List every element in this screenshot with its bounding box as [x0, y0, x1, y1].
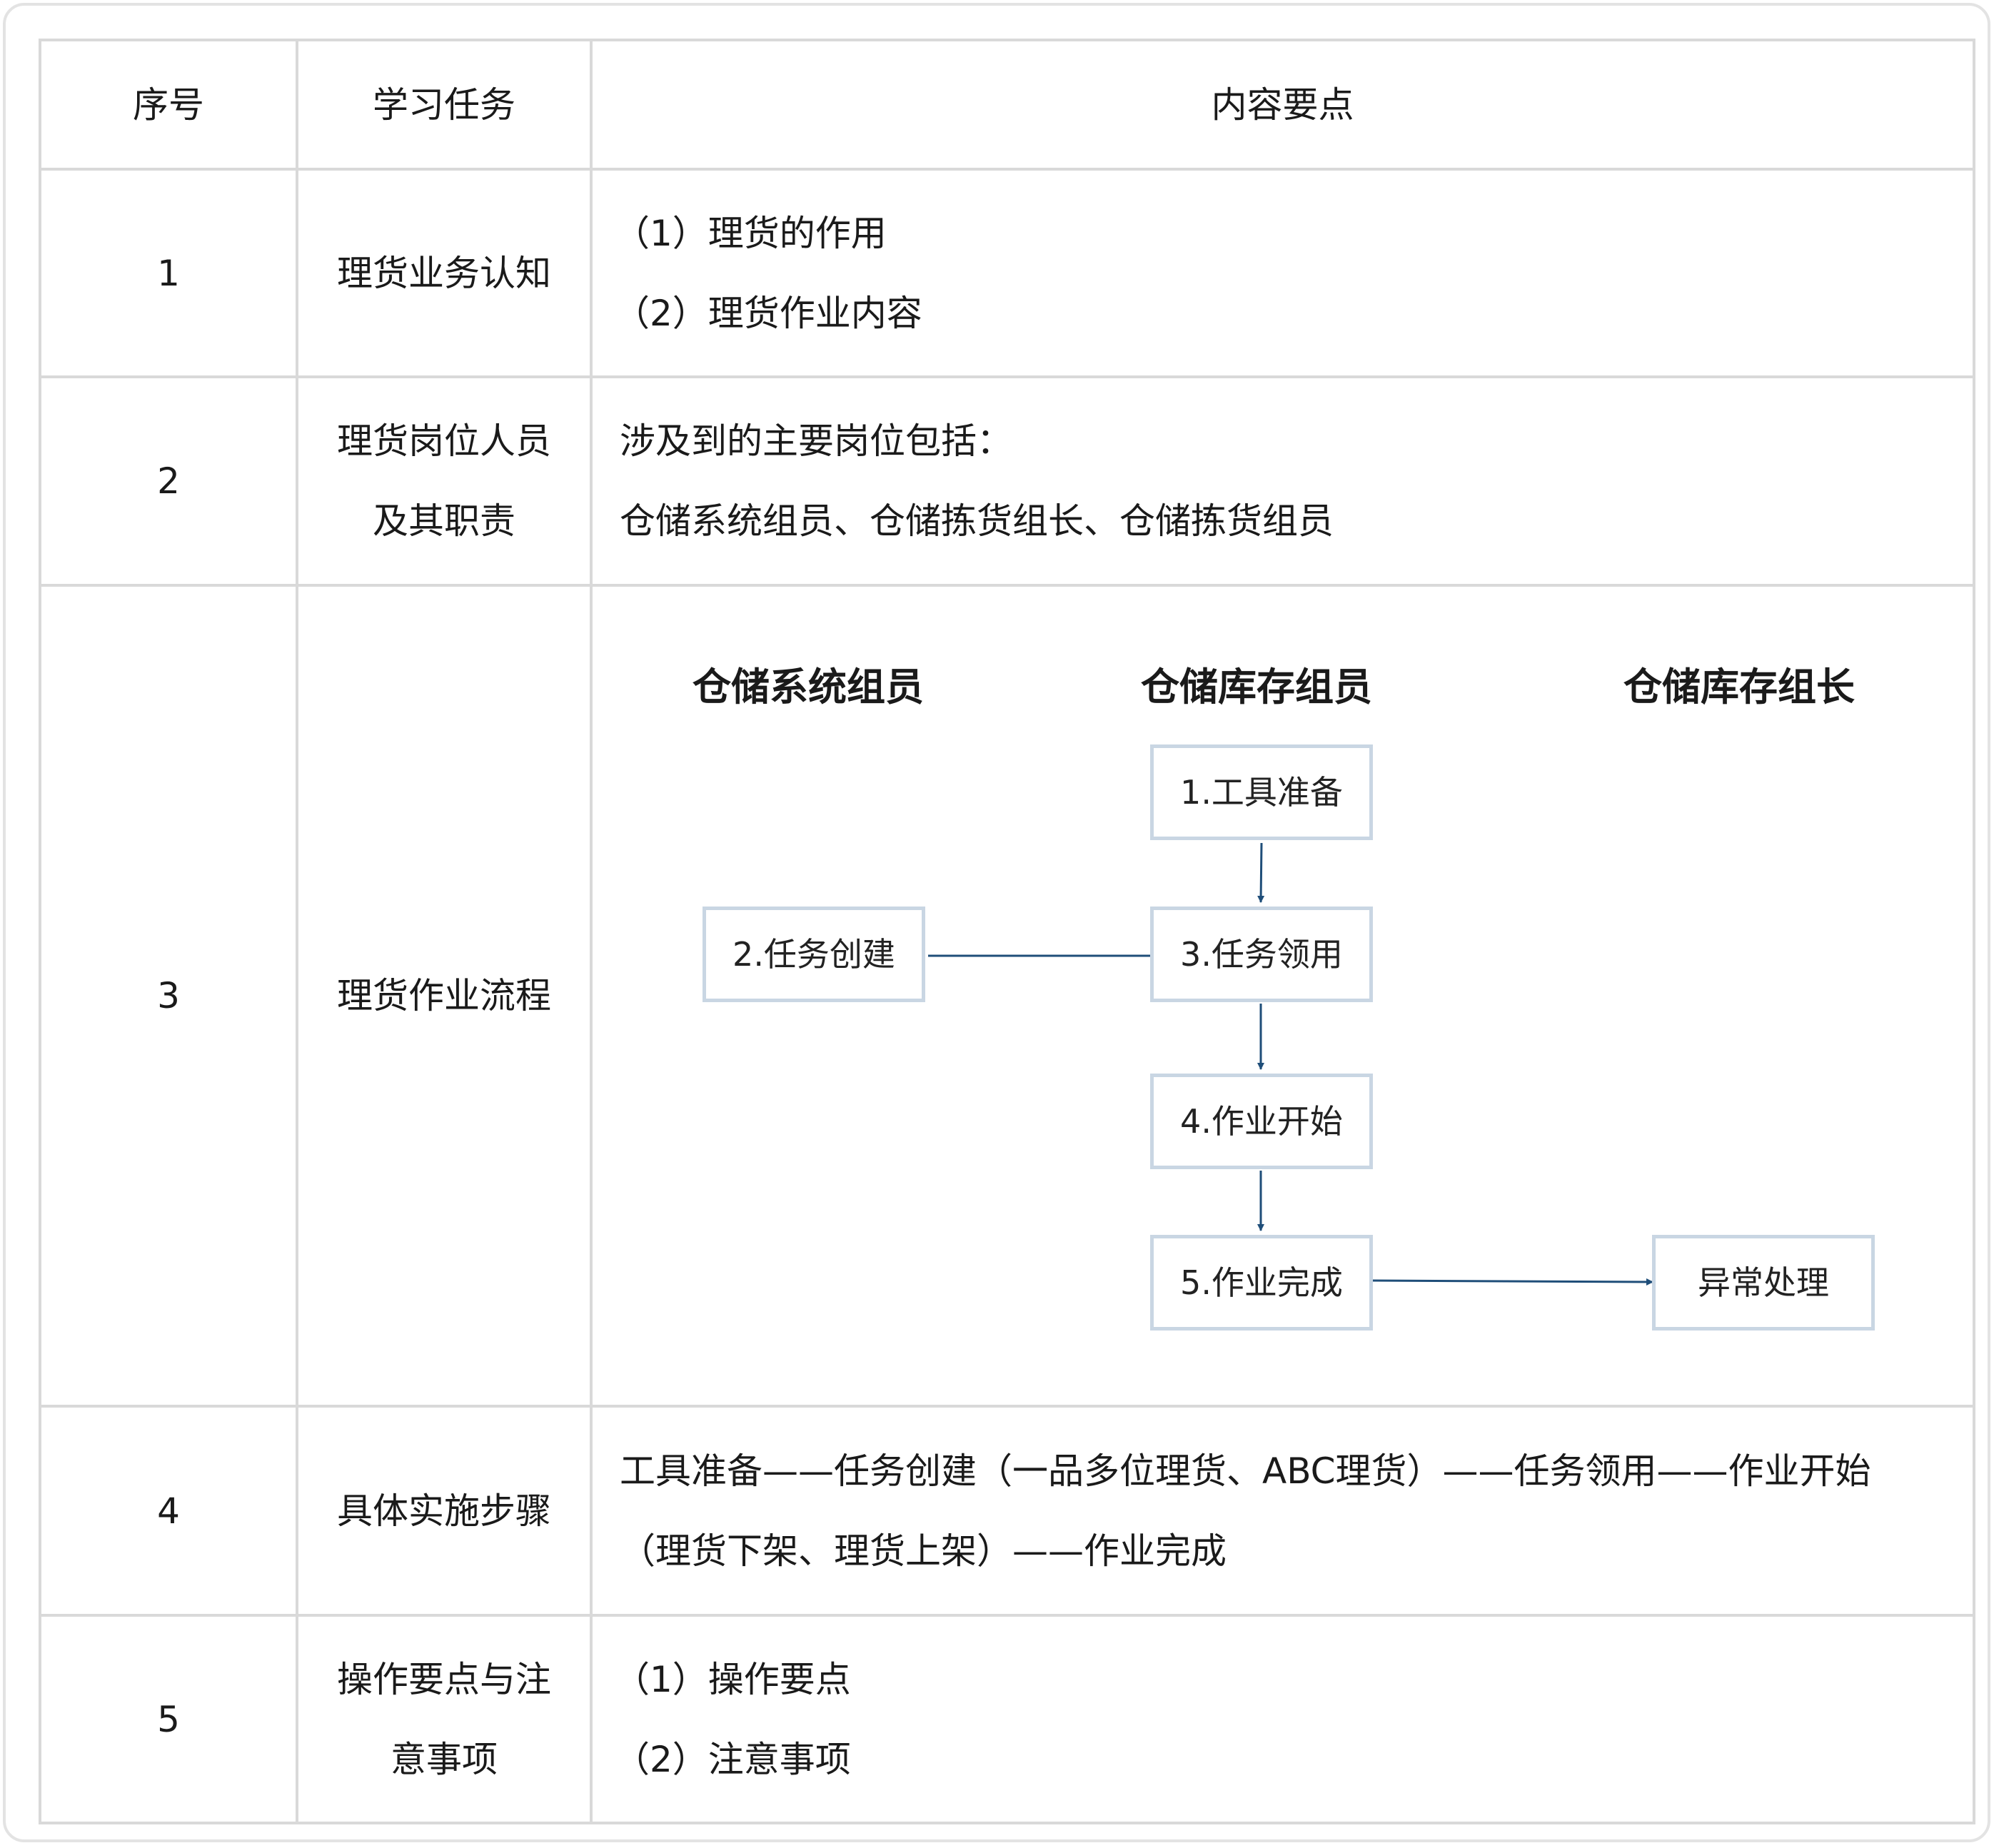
row-task: 理货岗位人员 及其职责 — [296, 375, 593, 587]
content-line: （2）注意事项 — [614, 1738, 851, 1780]
task-line: 及其职责 — [373, 500, 515, 542]
row-seq: 5 — [39, 1614, 298, 1824]
content-line: 仓储系统组员、仓储拣货组长、仓储拣货组员 — [620, 500, 1334, 542]
flow-step-task-create: 2.任务创建 — [703, 907, 925, 1002]
content-paragraph: 工具准备——任务创建（一品多位理货、ABC理货）——任务领用——作业开始（理货下… — [620, 1450, 1871, 1572]
row-seq: 4 — [39, 1405, 298, 1617]
row-task: 操作要点与注 意事项 — [296, 1614, 593, 1824]
task-line: 理货岗位人员 — [337, 420, 551, 462]
arrow-s5-s6 — [1371, 1278, 1653, 1286]
table-row: 1 理货业务认知 （1）理货的作用 （2）理货作业内容 — [39, 168, 1975, 378]
flow-step-tool-prep: 1.工具准备 — [1150, 744, 1373, 840]
row-task: 理货作业流程 — [296, 584, 593, 1408]
lane-header-inventory-leader: 仓储库存组长 — [1623, 665, 1855, 710]
flow-step-work-complete: 5.作业完成 — [1150, 1235, 1373, 1331]
task-line: 意事项 — [391, 1738, 498, 1780]
flow-step-work-start: 4.作业开始 — [1150, 1074, 1373, 1169]
row-content-flowchart: 仓储库存组员 仓储库存组长 仓储系统组员 — [590, 584, 1975, 1408]
content-line: 涉及到的主要岗位包括： — [620, 420, 1012, 462]
lane-header-inventory-member: 仓储库存组员 — [1141, 665, 1372, 710]
arrow-s1-s3 — [1257, 842, 1265, 903]
table-row: 2 理货岗位人员 及其职责 涉及到的主要岗位包括： 仓储系统组员、仓储拣货组长、… — [39, 375, 1975, 587]
task-line: 理货业务认知 — [337, 252, 551, 294]
task-line: 理货作业流程 — [337, 975, 551, 1016]
header-seq: 序号 — [39, 39, 298, 171]
table-row: 3 理货作业流程 仓储库存组员 仓储库存组长 仓储系统组员 — [39, 584, 1975, 1408]
header-task: 学习任务 — [296, 39, 593, 171]
flow-step-task-claim: 3.任务领用 — [1150, 907, 1373, 1002]
row-seq: 2 — [39, 375, 298, 587]
table-header-row: 序号 学习任务 内容要点 — [39, 39, 1975, 171]
table-row: 4 具体实施步骤 工具准备——任务创建（一品多位理货、ABC理货）——任务领用—… — [39, 1405, 1975, 1617]
row-task: 理货业务认知 — [296, 168, 593, 378]
task-line: 操作要点与注 — [337, 1658, 551, 1700]
learning-task-table: 序号 学习任务 内容要点 1 理货业务认知 （1）理货的作用 （2）理货作业内容… — [39, 39, 1975, 1824]
content-line: （1）操作要点 — [614, 1658, 851, 1700]
flow-step-exception: 异常处理 — [1652, 1235, 1875, 1331]
row-seq: 3 — [39, 584, 298, 1408]
flow-arrows — [928, 842, 1653, 1286]
row-content: （1）理货的作用 （2）理货作业内容 — [590, 168, 1975, 378]
row-seq: 1 — [39, 168, 298, 378]
row-content: （1）操作要点 （2）注意事项 — [590, 1614, 1975, 1824]
row-content: 涉及到的主要岗位包括： 仓储系统组员、仓储拣货组长、仓储拣货组员 — [590, 375, 1975, 587]
task-line: 具体实施步骤 — [337, 1490, 551, 1532]
document-card: 序号 学习任务 内容要点 1 理货业务认知 （1）理货的作用 （2）理货作业内容… — [3, 3, 1990, 1842]
table-row: 5 操作要点与注 意事项 （1）操作要点 （2）注意事项 — [39, 1614, 1975, 1824]
lane-header-system-member: 仓储系统组员 — [693, 665, 924, 710]
row-task: 具体实施步骤 — [296, 1405, 593, 1617]
content-line: （2）理货作业内容 — [614, 292, 922, 334]
content-line: （1）理货的作用 — [614, 212, 887, 254]
header-content: 内容要点 — [590, 39, 1975, 171]
process-flowchart: 仓储库存组员 仓储库存组长 仓储系统组员 — [593, 587, 1970, 1405]
row-content: 工具准备——任务创建（一品多位理货、ABC理货）——任务领用——作业开始（理货下… — [590, 1405, 1975, 1617]
